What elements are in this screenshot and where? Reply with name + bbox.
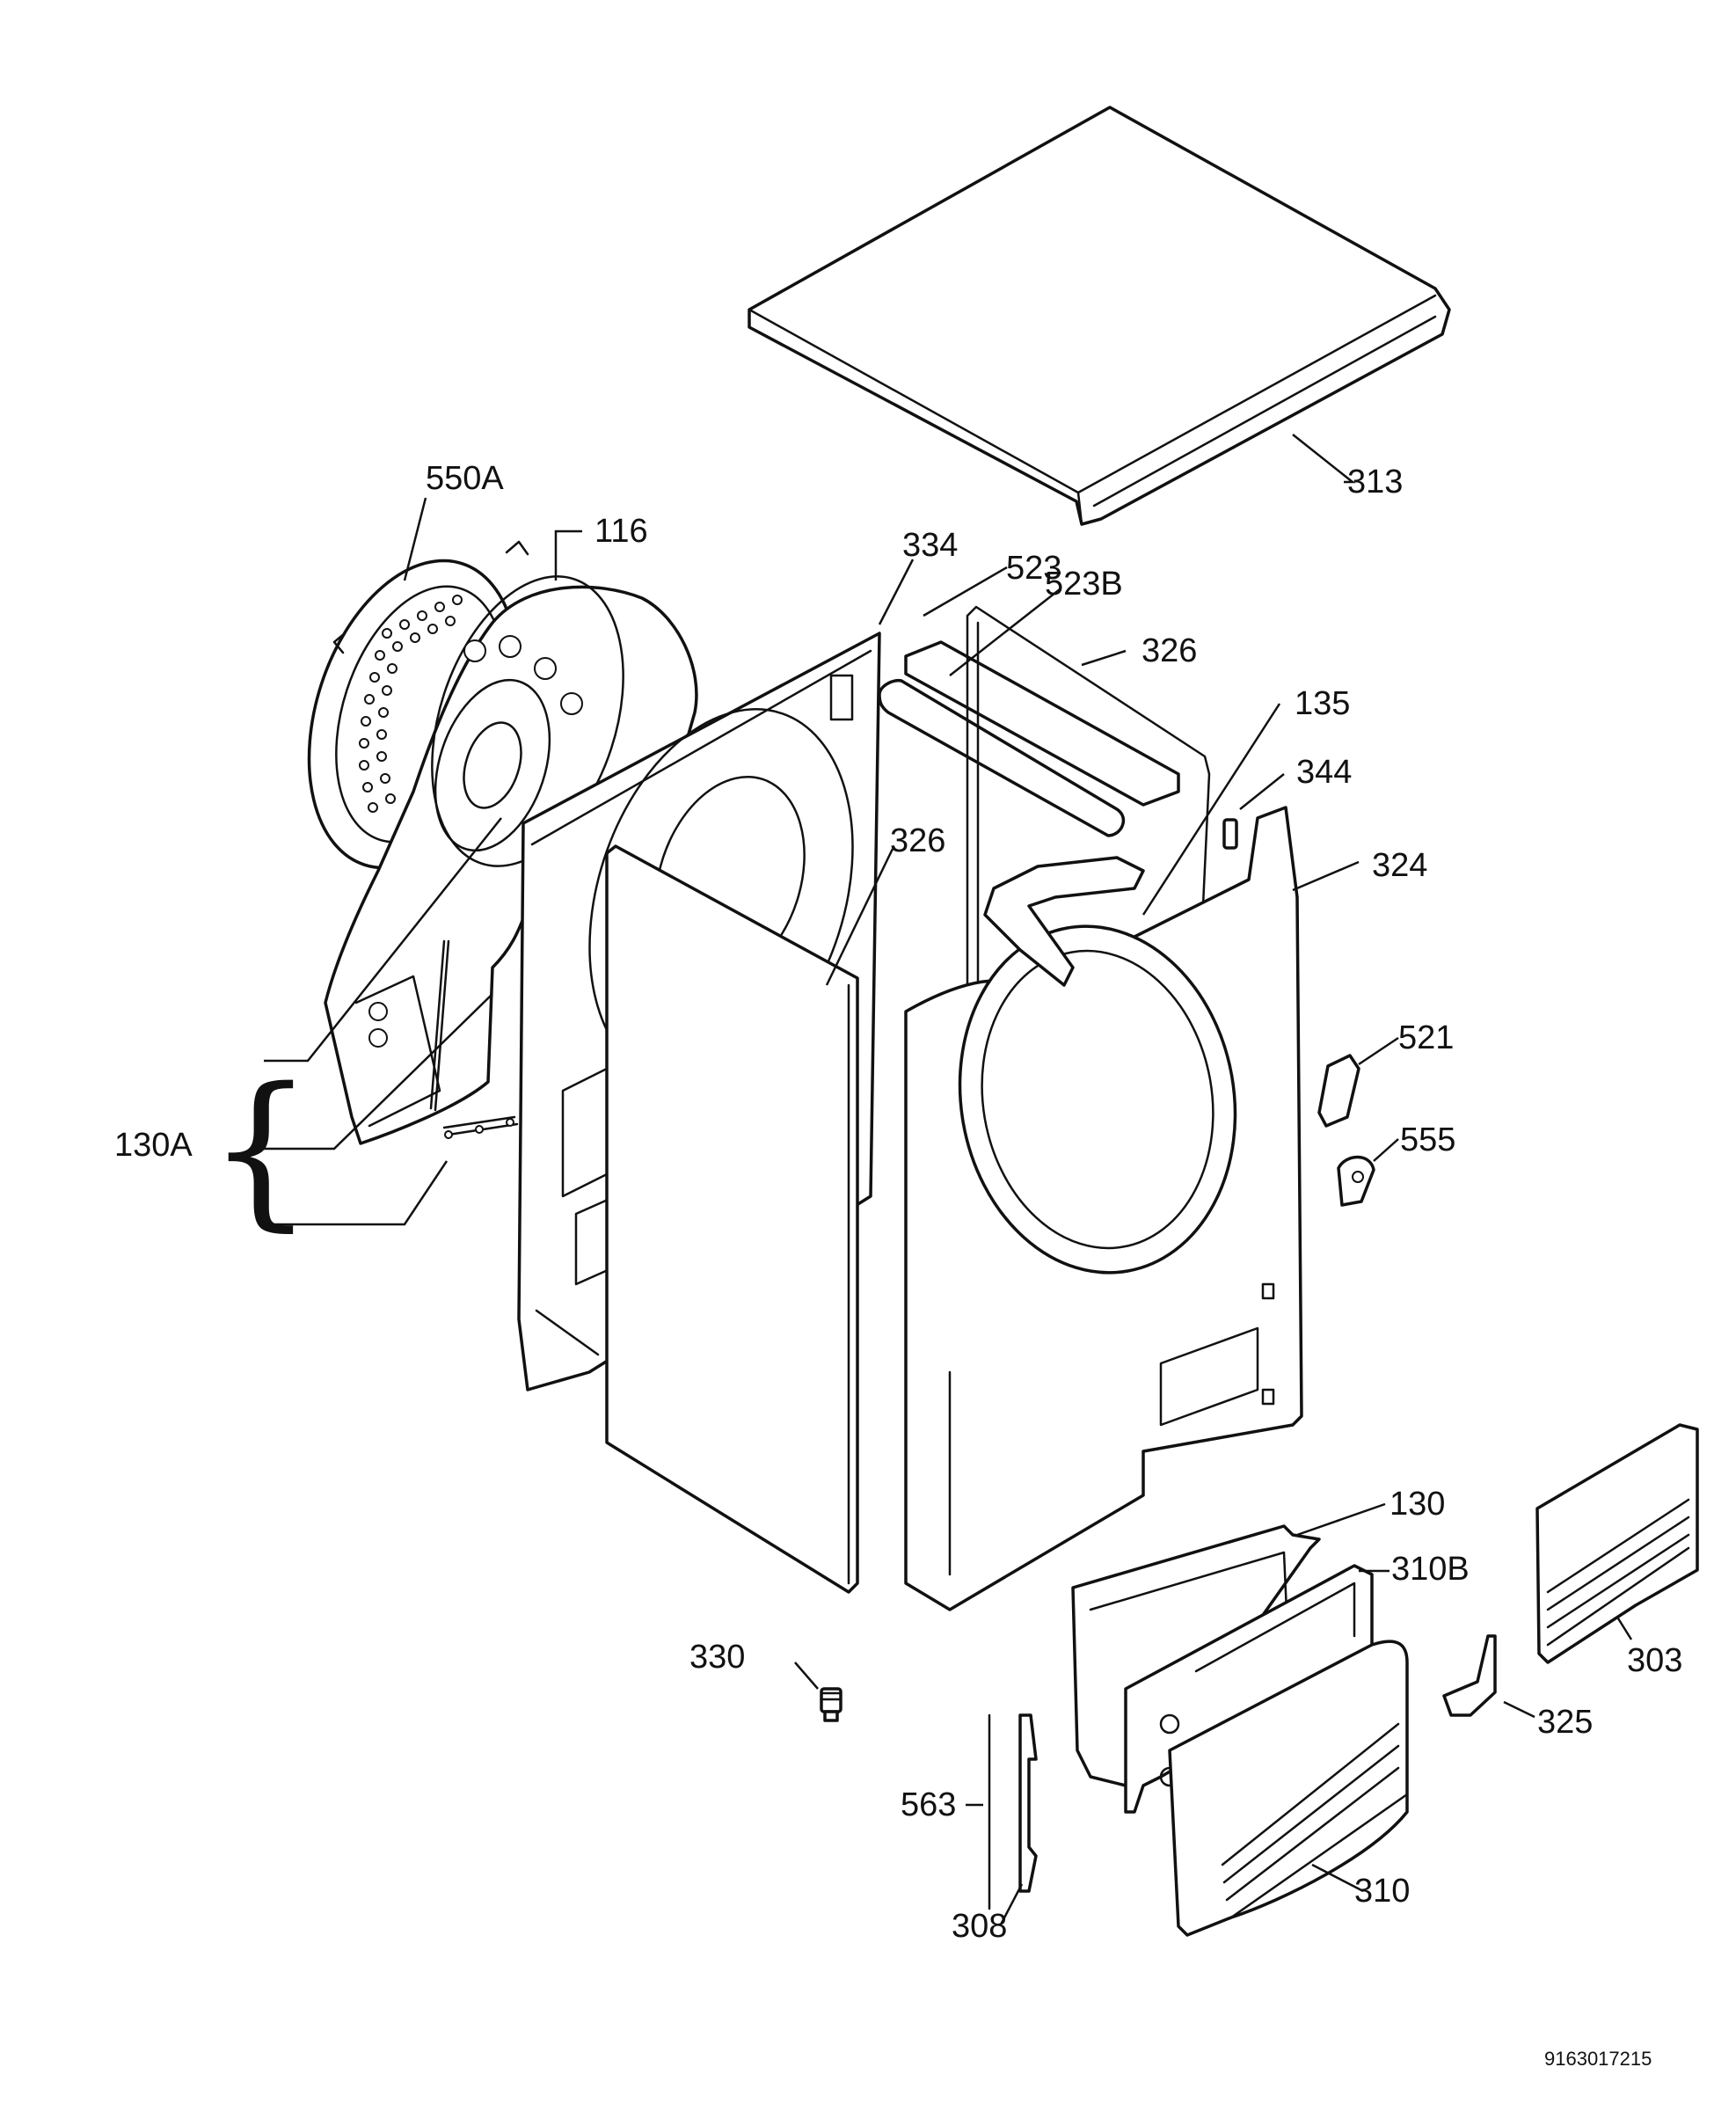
callout-130A-group: 130A xyxy=(114,1127,193,1164)
part-324-front-panel xyxy=(904,806,1303,1611)
part-116-rear-wall xyxy=(324,575,698,1145)
part-308-latch-strip xyxy=(1018,1713,1038,1893)
part-523B-rail-roller xyxy=(878,678,1126,837)
part-303-plinth-cover xyxy=(1535,1423,1699,1664)
callout-330: 330 xyxy=(689,1639,745,1676)
callout-325: 325 xyxy=(1537,1704,1593,1741)
callout-308: 308 xyxy=(952,1908,1007,1945)
callout-labels: 313 550A 116 334 523 523B 326 135 344 32… xyxy=(114,460,1682,2070)
callout-130: 130 xyxy=(1390,1486,1445,1523)
part-135-drum-seal xyxy=(983,856,1145,987)
callout-326-mid: 326 xyxy=(890,822,945,859)
part-330-adjustable-foot xyxy=(820,1687,842,1722)
group-brace: { xyxy=(208,1052,314,1246)
part-310-water-container xyxy=(1168,1640,1409,1937)
callout-310: 310 xyxy=(1354,1873,1410,1910)
part-521-selector-cover xyxy=(1317,1054,1360,1128)
callout-303: 303 xyxy=(1627,1642,1682,1679)
callout-334: 334 xyxy=(902,527,958,564)
document-number: 9163017215 xyxy=(1544,2048,1652,2070)
part-325-hinge-bracket xyxy=(1442,1634,1497,1717)
callout-313: 313 xyxy=(1347,464,1403,500)
callout-326-top: 326 xyxy=(1142,632,1197,669)
callout-324: 324 xyxy=(1372,847,1427,884)
callout-563: 563 xyxy=(901,1786,956,1823)
part-523-top-rail xyxy=(904,640,1180,807)
callout-116: 116 xyxy=(594,513,648,550)
part-326-top-frame-strip xyxy=(966,605,1211,1057)
callout-523: 523 xyxy=(1006,550,1061,587)
part-344-clip xyxy=(1222,818,1238,850)
part-555-button xyxy=(1337,1155,1375,1207)
callout-344: 344 xyxy=(1296,754,1352,791)
part-313-top-cover xyxy=(748,106,1451,526)
callout-523B: 523B xyxy=(1045,566,1123,603)
callout-521: 521 xyxy=(1398,1019,1454,1056)
callout-135: 135 xyxy=(1295,685,1350,722)
leader-lines xyxy=(264,434,1633,1925)
perforation-pattern xyxy=(359,595,463,813)
part-130A-seal-set xyxy=(429,939,519,1139)
callout-550A: 550A xyxy=(426,460,504,497)
callout-555: 555 xyxy=(1400,1121,1455,1158)
part-326-side-panel xyxy=(605,844,859,1594)
callout-310B: 310B xyxy=(1391,1551,1470,1588)
